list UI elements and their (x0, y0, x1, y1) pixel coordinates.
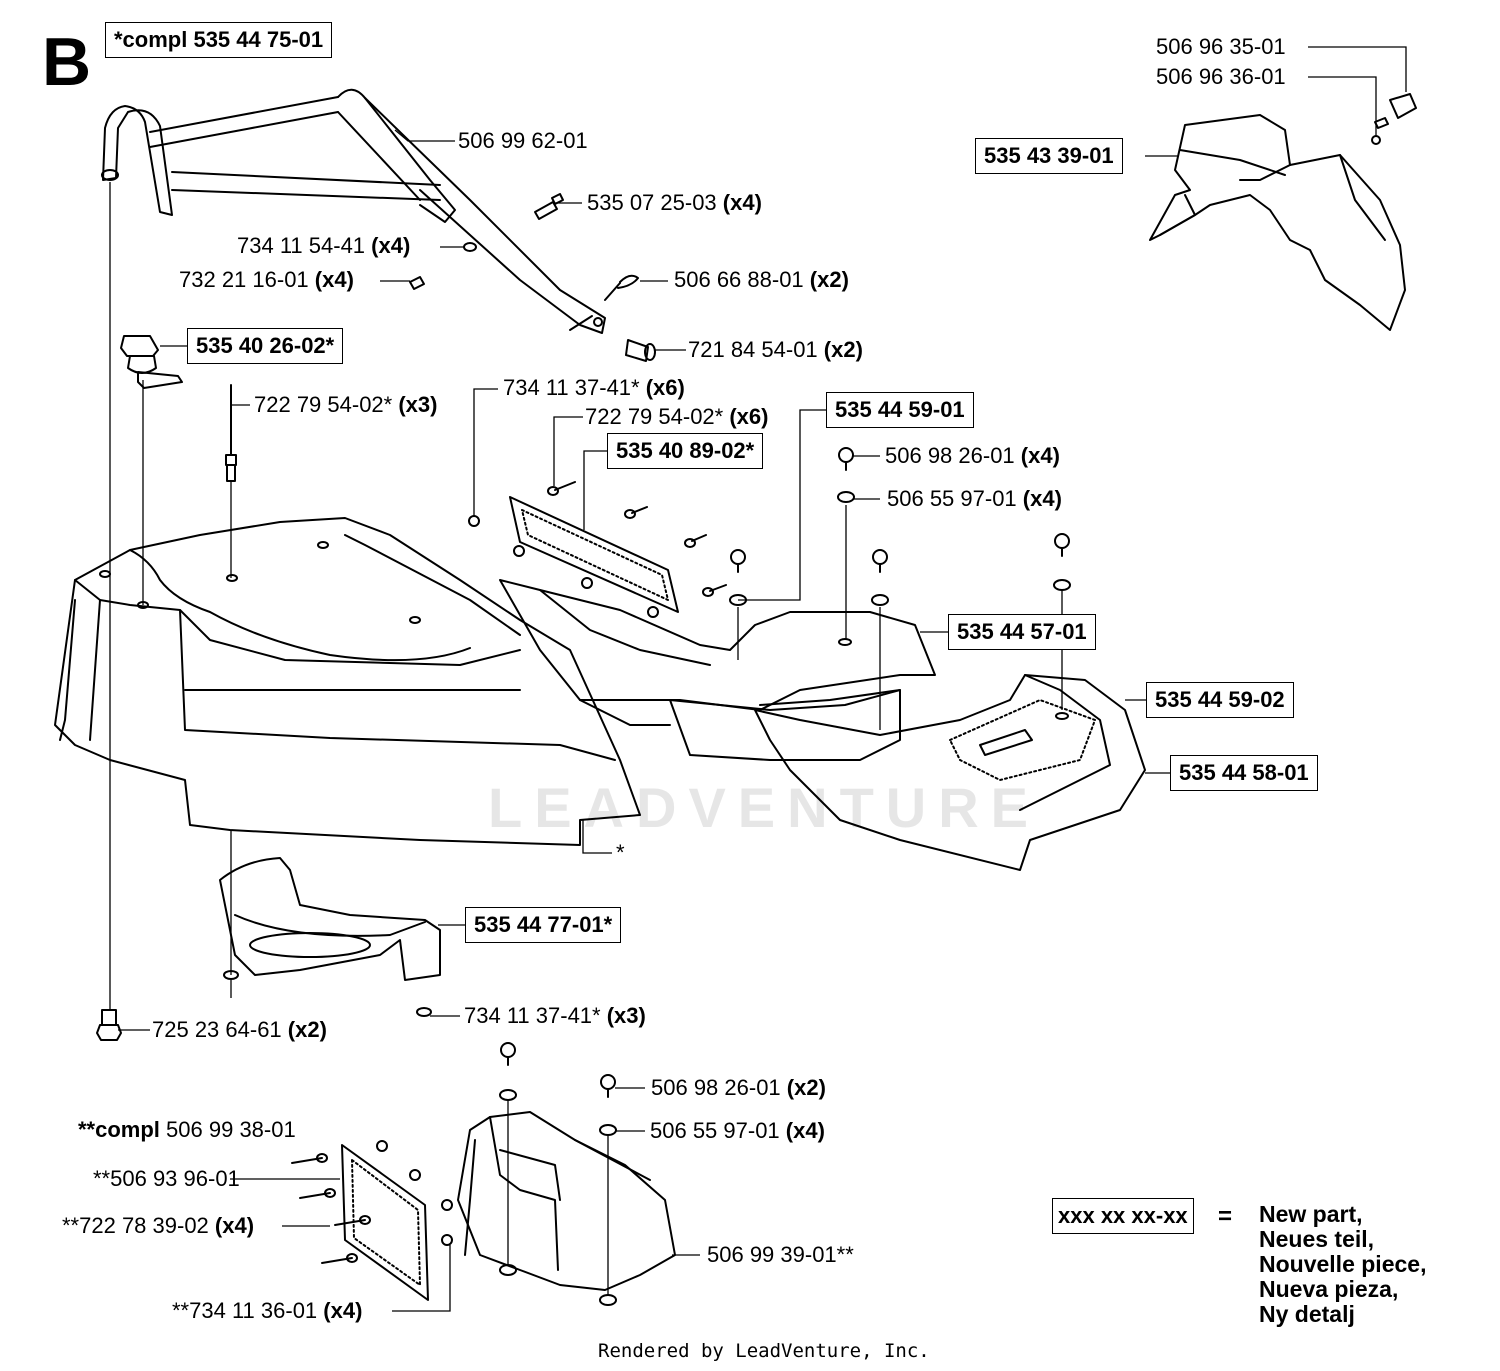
part-label-22: 535 44 77-01* (465, 907, 622, 943)
legend-line: Nouvelle piece, (1259, 1251, 1427, 1277)
part-label-25: 506 98 26-01 (x2) (651, 1075, 826, 1100)
assembly-label: *compl 535 44 75-01 (105, 22, 333, 58)
part-label-4: 506 99 62-01 (458, 128, 588, 153)
part-label-10: 721 84 54-01 (x2) (688, 337, 863, 362)
part-label-8: 506 66 88-01 (x2) (674, 267, 849, 292)
side-cover-drawing (1149, 93, 1417, 331)
rear-cover-drawing (457, 1042, 676, 1306)
part-label-29: **722 78 39-02 (x4) (62, 1213, 255, 1238)
part-label-6: 734 11 54-41 (x4) (237, 233, 411, 258)
legend-line: New part, (1259, 1201, 1363, 1227)
part-label-31: **734 11 36-01 (x4) (172, 1298, 363, 1323)
section-letter: B (42, 24, 92, 100)
part-label-12: 722 79 54-02* (x3) (254, 392, 438, 417)
part-label-23: 725 23 64-61 (x2) (152, 1017, 327, 1042)
part-label-14: 535 44 59-01 (826, 392, 974, 428)
part-label-26: 506 55 97-01 (x4) (650, 1118, 825, 1143)
legend-text: New part, Neues teil, Nouvelle piece, Nu… (1259, 1202, 1426, 1327)
part-label-21: * (616, 840, 625, 865)
part-label-17: 506 55 97-01 (x4) (887, 486, 1062, 511)
watermark: LEADVENTURE (488, 776, 1041, 839)
part-label-11: 734 11 37-41* (x6) (503, 375, 685, 400)
legend-line: Neues teil, (1259, 1226, 1375, 1252)
part-label-30: 506 99 39-01** (707, 1242, 854, 1267)
legend-equals: = (1218, 1203, 1233, 1230)
bumper-screws-drawing (729, 447, 1071, 606)
handle-fasteners-drawing (409, 193, 656, 362)
bowl-drawing (219, 857, 441, 1017)
legend-code-box: xxx xx xx-xx (1052, 1198, 1194, 1234)
leader-lines (109, 46, 1407, 1312)
rear-grille-drawing (291, 1140, 453, 1301)
part-label-15: 535 40 89-02* (607, 433, 764, 469)
part-label-16: 506 98 26-01 (x4) (885, 443, 1060, 468)
bolt-drawing (96, 1009, 122, 1041)
part-label-7: 732 21 16-01 (x4) (179, 267, 354, 292)
rear-bumper-drawing (499, 579, 1146, 871)
part-label-3: 535 43 39-01 (975, 138, 1123, 174)
part-label-28: **506 93 96-01 (93, 1166, 240, 1191)
part-label-20: 535 44 58-01 (1170, 755, 1318, 791)
handle-bar-drawing (101, 88, 606, 334)
part-label-2: 506 96 36-01 (1156, 64, 1286, 89)
part-label-5: 535 07 25-03 (x4) (587, 190, 762, 215)
part-label-9: 535 40 26-02* (187, 328, 344, 364)
main-cover-drawing (54, 517, 641, 846)
part-label-19: 535 44 59-02 (1146, 682, 1294, 718)
part-label-24: 734 11 37-41* (x3) (464, 1003, 646, 1028)
knob-drawing (120, 335, 183, 389)
grille-plate-drawing (468, 481, 727, 618)
legend-line: Ny detalj (1259, 1301, 1355, 1327)
legend-line: Nueva pieza, (1259, 1276, 1399, 1302)
part-label-18: 535 44 57-01 (948, 614, 1096, 650)
part-label-1: 506 96 35-01 (1156, 34, 1286, 59)
part-label-13: 722 79 54-02* (x6) (585, 404, 769, 429)
part-label-27: **compl 506 99 38-01 (78, 1117, 296, 1142)
footer-credit: Rendered by LeadVenture, Inc. (598, 1340, 930, 1362)
pin-drawing (225, 384, 237, 482)
